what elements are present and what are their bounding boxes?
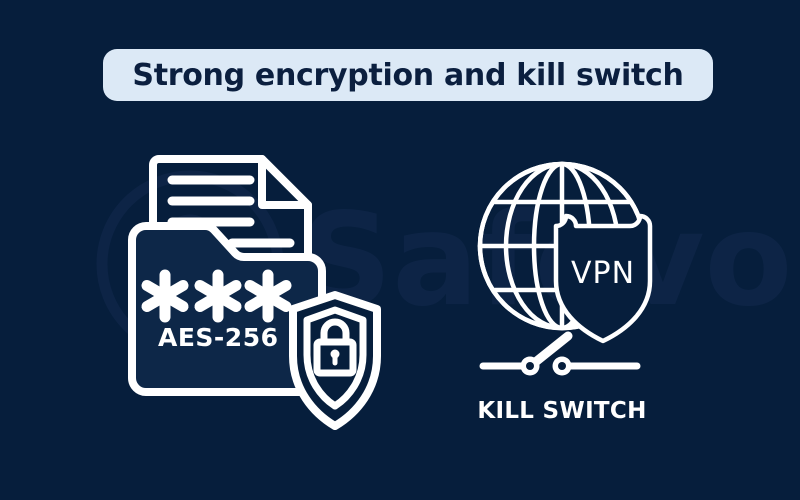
vpn-illustration: VPN KILL SWITCH (455, 148, 670, 438)
password-asterisks (141, 269, 292, 323)
password-card-shape (128, 221, 326, 396)
cipher-label: AES-256 (158, 323, 279, 352)
kill-switch-toggle-icon (479, 331, 641, 376)
encryption-illustration: AES-256 (110, 148, 400, 430)
shield-with-padlock-icon (289, 291, 381, 430)
kill-switch-label: KILL SWITCH (477, 398, 646, 424)
padlock-icon (313, 318, 357, 377)
page-title-pill: Strong encryption and kill switch (103, 49, 713, 101)
page-title: Strong encryption and kill switch (132, 57, 684, 93)
vpn-shield-label: VPN (571, 256, 635, 291)
vpn-shield-icon: VPN (553, 213, 653, 344)
